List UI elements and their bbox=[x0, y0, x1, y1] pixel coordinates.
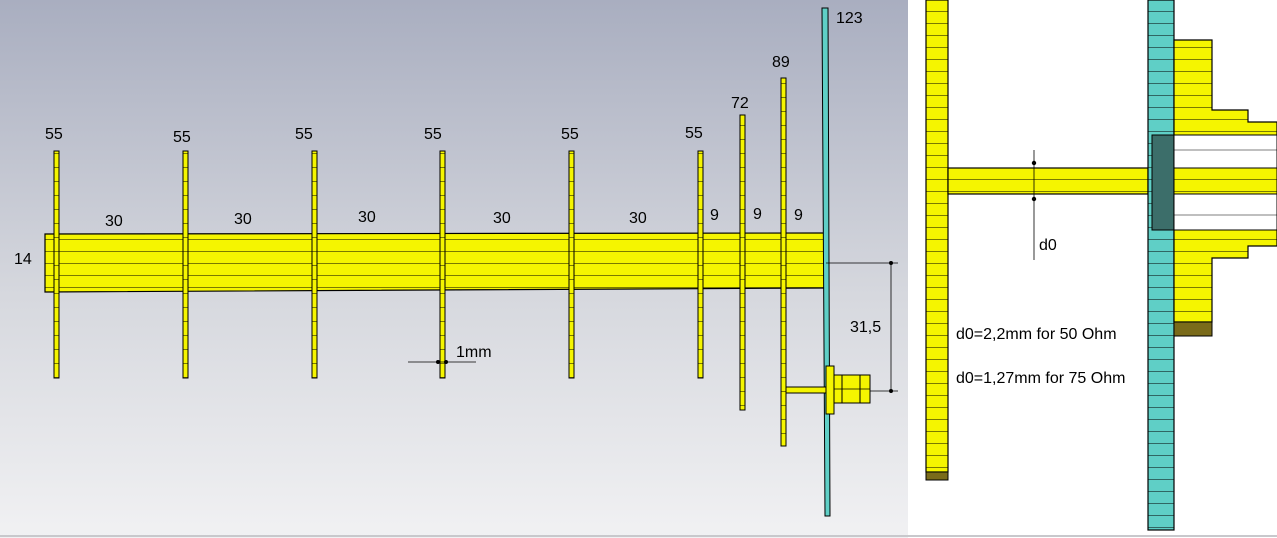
boom bbox=[44, 232, 827, 293]
element-8 bbox=[780, 77, 787, 447]
spacing-label: 9 bbox=[753, 206, 762, 223]
connector-flange bbox=[825, 365, 835, 415]
element-length-label: 55 bbox=[561, 126, 579, 143]
detail-reflector bbox=[1147, 0, 1175, 531]
spacing-label: 30 bbox=[493, 210, 511, 227]
feed-offset-label: 31,5 bbox=[850, 319, 881, 336]
element-1 bbox=[53, 150, 60, 379]
element-length-label: 55 bbox=[424, 126, 442, 143]
element-length-label: 55 bbox=[685, 125, 703, 142]
element-length-label: 123 bbox=[836, 10, 863, 27]
spacing-label: 30 bbox=[629, 210, 647, 227]
spacing-label: 30 bbox=[105, 213, 123, 230]
element-length-label: 72 bbox=[731, 95, 749, 112]
d0-50ohm-note: d0=2,2mm for 50 Ohm bbox=[956, 326, 1117, 343]
d0-75ohm-note: d0=1,27mm for 75 Ohm bbox=[956, 370, 1125, 387]
d0-label: d0 bbox=[1039, 237, 1057, 254]
detail-element bbox=[925, 0, 949, 473]
element-7 bbox=[739, 114, 746, 411]
element-length-label: 89 bbox=[772, 54, 790, 71]
element-2 bbox=[182, 150, 189, 379]
thickness-label: 1mm bbox=[456, 344, 492, 361]
element-length-label: 55 bbox=[173, 129, 191, 146]
center-conductor bbox=[947, 167, 1149, 195]
element-4 bbox=[439, 150, 446, 379]
spacing-label: 30 bbox=[234, 211, 252, 228]
spacing-label: 9 bbox=[710, 207, 719, 224]
feed-probe bbox=[785, 386, 827, 394]
spacing-label: 30 bbox=[358, 209, 376, 226]
element-length-label: 55 bbox=[45, 126, 63, 143]
spacing-label: 9 bbox=[794, 207, 803, 224]
element-5 bbox=[568, 150, 575, 379]
element-3 bbox=[311, 150, 318, 379]
reflector-plate bbox=[821, 7, 831, 517]
element-length-label: 55 bbox=[295, 126, 313, 143]
detail-view bbox=[908, 0, 1277, 538]
boom-diameter-label: 14 bbox=[14, 251, 32, 268]
element-6 bbox=[697, 150, 704, 379]
